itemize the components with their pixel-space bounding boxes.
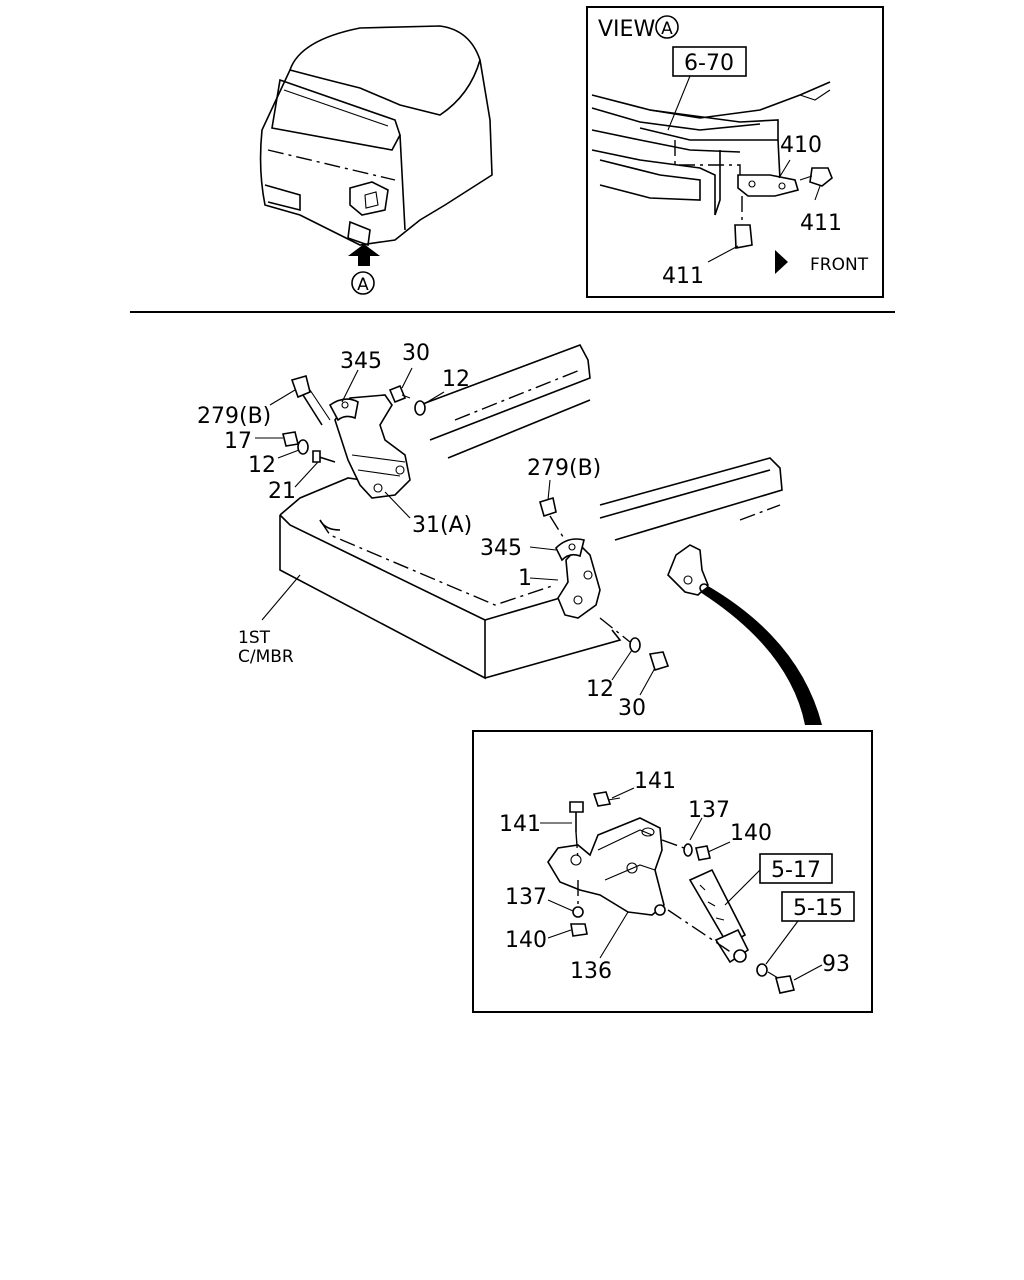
- label-411-bottom: 411: [662, 264, 704, 289]
- label-136: 136: [570, 959, 612, 984]
- member-label-line2: C/MBR: [238, 647, 294, 667]
- label-411-right: 411: [800, 211, 842, 236]
- label-279b-left: 279(B): [197, 404, 271, 429]
- ref-box-5-15-text: 5-15: [793, 896, 843, 921]
- label-141-left: 141: [499, 812, 541, 837]
- label-12-left: 12: [248, 453, 276, 478]
- label-140-left: 140: [505, 928, 547, 953]
- label-31a: 31(A): [412, 513, 472, 538]
- label-345-top: 345: [340, 349, 382, 374]
- ref-box-5-15: [781, 891, 855, 922]
- label-17: 17: [224, 429, 252, 454]
- label-30-bottom: 30: [618, 696, 646, 721]
- label-410: 410: [780, 133, 822, 158]
- label-93: 93: [822, 952, 850, 977]
- label-12-top: 12: [442, 367, 470, 392]
- label-345-mid: 345: [480, 536, 522, 561]
- label-137-right: 137: [688, 798, 730, 823]
- cab-illustration: [259, 25, 493, 247]
- view-a-marker-letter: A: [357, 275, 369, 295]
- ref-box-6-70: [672, 46, 747, 77]
- label-30-top: 30: [402, 341, 430, 366]
- view-a-panel: VIEW A 6-70 410 411 411 FRONT: [586, 6, 884, 298]
- front-arrow-icon: [775, 250, 788, 274]
- label-12-bottom: 12: [586, 677, 614, 702]
- front-label: FRONT: [810, 255, 869, 275]
- crossmember-assembly: 345 30 12 279(B) 17 12 21 31(A) 279(B) 3…: [197, 341, 822, 725]
- label-21: 21: [268, 479, 296, 504]
- ref-box-5-17: [759, 853, 833, 884]
- view-a-arrow: [348, 244, 380, 266]
- ref-box-6-70-text: 6-70: [684, 51, 734, 76]
- label-279b-mid: 279(B): [527, 456, 601, 481]
- ref-box-5-17-text: 5-17: [771, 858, 821, 883]
- label-140-right: 140: [730, 821, 772, 846]
- label-1: 1: [518, 566, 532, 591]
- view-a-marker: A: [351, 271, 375, 295]
- view-panel-title: VIEW: [598, 17, 655, 42]
- label-141-top: 141: [634, 769, 676, 794]
- label-137-left: 137: [505, 885, 547, 910]
- member-label-line1: 1ST: [238, 628, 271, 648]
- detail-panel: 5-17 5-15 141 141 137 140 137 140 136 93: [472, 730, 873, 1013]
- view-panel-circle-letter: A: [661, 19, 673, 39]
